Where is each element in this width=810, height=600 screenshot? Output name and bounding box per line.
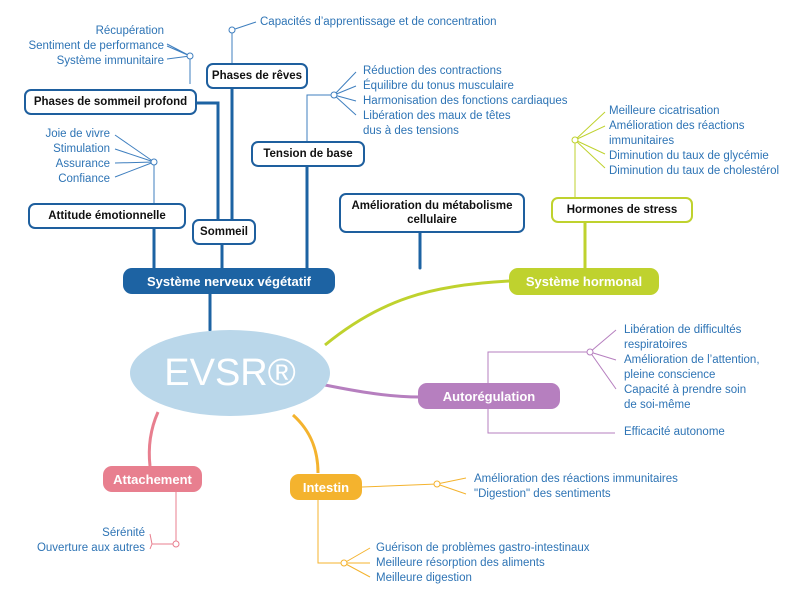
leaf-item: Ouverture aux autres xyxy=(36,542,145,554)
node-metabolisme-cellulaire[interactable]: Amélioration du métabolisme cellulaire xyxy=(339,193,525,233)
node-label: Hormones de stress xyxy=(566,204,678,216)
leaf-item: Équilibre du tonus musculaire xyxy=(363,80,514,92)
center-node[interactable]: EVSR® xyxy=(130,330,330,416)
leaf-item: "Digestion" des sentiments xyxy=(474,488,611,500)
branch-label: Système nerveux végétatif xyxy=(146,273,312,289)
leaf-item: Meilleure cicatrisation xyxy=(609,105,720,117)
leaf-group-intestin-1: Amélioration des réactions immunitaires … xyxy=(474,472,678,502)
leaf-item: Meilleure résorption des aliments xyxy=(376,557,545,569)
leaf-group-attachement: Sérénité Ouverture aux autres xyxy=(37,526,145,556)
leaf-item: Capacité à prendre soin xyxy=(624,384,747,396)
branch-autoregulation[interactable]: Autorégulation xyxy=(418,383,560,409)
leaf-item: Amélioration des réactions immunitaires xyxy=(474,473,678,485)
node-tension-de-base[interactable]: Tension de base xyxy=(251,141,365,167)
leaf-group-intestin-2: Guérison de problèmes gastro-intestinaux… xyxy=(376,541,590,586)
branch-systeme-nerveux[interactable]: Système nerveux végétatif xyxy=(123,268,335,294)
node-label: Tension de base xyxy=(263,148,353,160)
node-label: Attitude émotionnelle xyxy=(48,210,166,222)
node-sommeil[interactable]: Sommeil xyxy=(192,219,256,245)
leaf-item: Joie de vivre xyxy=(45,128,110,140)
branch-label: Autorégulation xyxy=(442,388,536,404)
leaf-item: Libération des maux de têtes xyxy=(363,110,511,122)
leaf-item: Meilleure digestion xyxy=(376,572,472,584)
leaf-item: Récupération xyxy=(95,25,164,37)
node-label: Phases de sommeil profond xyxy=(33,96,188,108)
leaf-item: Guérison de problèmes gastro-intestinaux xyxy=(376,542,590,554)
leaf-group-recuperation: Récupération Sentiment de performance Sy… xyxy=(28,24,164,69)
node-phases-sommeil-profond[interactable]: Phases de sommeil profond xyxy=(24,89,197,115)
leaf-item: dus à des tensions xyxy=(363,125,459,137)
leaf-item: Assurance xyxy=(55,158,110,170)
leaf-item: pleine conscience xyxy=(624,369,716,381)
leaf-group-autoregulation: Libération de difficultés respiratoires … xyxy=(624,323,760,413)
leaf-capacites: Capacités d’apprentissage et de concentr… xyxy=(260,16,497,28)
branch-label: Attachement xyxy=(113,471,192,487)
leaf-item: Sentiment de performance xyxy=(28,40,164,52)
node-label: Phases de rêves xyxy=(211,70,303,82)
node-label: Amélioration du métabolisme cellulaire xyxy=(351,200,513,226)
branch-systeme-hormonal[interactable]: Système hormonal xyxy=(509,268,659,295)
leaf-item: de soi-même xyxy=(624,399,691,411)
leaf-item: Diminution du taux de glycémie xyxy=(609,150,769,162)
branch-label: Intestin xyxy=(302,479,350,495)
leaf-item: Sérénité xyxy=(102,527,145,539)
leaf-item: Amélioration des réactions xyxy=(609,120,745,132)
node-attitude-emotionnelle[interactable]: Attitude émotionnelle xyxy=(28,203,186,229)
leaf-group-tension: Réduction des contractions Équilibre du … xyxy=(363,64,568,139)
node-hormones-de-stress[interactable]: Hormones de stress xyxy=(551,197,693,223)
leaf-item: Harmonisation des fonctions cardiaques xyxy=(363,95,568,107)
leaf-item: Stimulation xyxy=(53,143,110,155)
node-label: Sommeil xyxy=(200,226,248,238)
node-phases-reves[interactable]: Phases de rêves xyxy=(206,63,308,89)
branch-label: Système hormonal xyxy=(525,274,643,289)
leaf-item: Réduction des contractions xyxy=(363,65,502,77)
branch-intestin[interactable]: Intestin xyxy=(290,474,362,500)
leaf-group-stress: Meilleure cicatrisation Amélioration des… xyxy=(609,104,779,179)
leaf-item: Amélioration de l’attention, xyxy=(624,354,760,366)
leaf-group-attitude: Joie de vivre Stimulation Assurance Conf… xyxy=(45,127,110,187)
leaf-item: Confiance xyxy=(58,173,110,185)
leaf-item: immunitaires xyxy=(609,135,675,147)
branch-attachement[interactable]: Attachement xyxy=(103,466,202,492)
leaf-item: Libération de difficultés xyxy=(624,324,742,336)
leaf-item: Diminution du taux de cholestérol xyxy=(609,165,780,177)
center-label: EVSR® xyxy=(164,351,296,394)
leaf-item: Système immunitaire xyxy=(56,55,164,67)
leaf-item: respiratoires xyxy=(624,339,688,351)
leaf-efficacite: Efficacité autonome xyxy=(624,426,725,438)
